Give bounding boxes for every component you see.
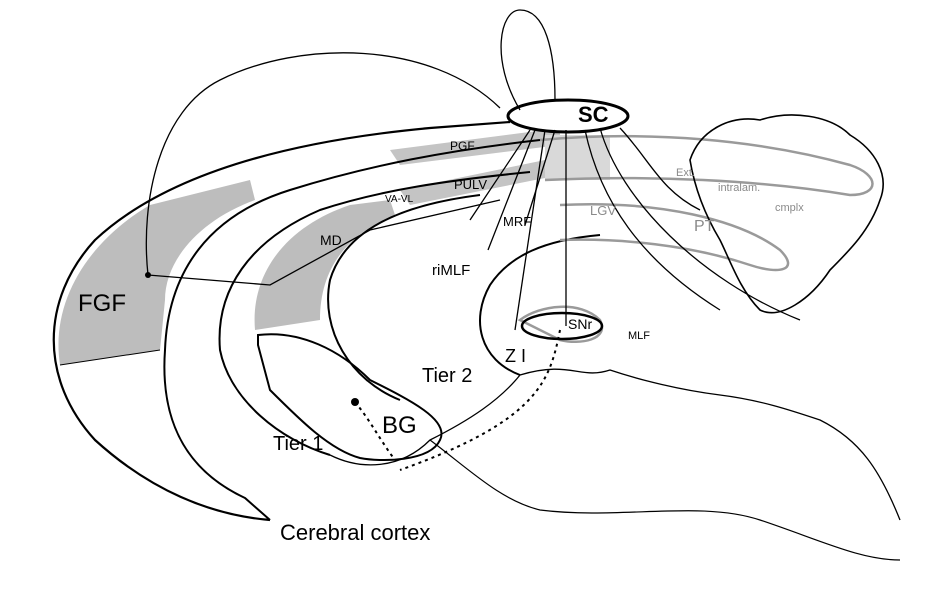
label-pulv: PULV [454, 177, 487, 192]
cerebellum-outline [689, 114, 884, 314]
stipple-region [545, 135, 610, 180]
label-cerebral-cortex: Cerebral cortex [280, 520, 431, 545]
bg-outline [257, 333, 443, 462]
cortex-inner [163, 139, 541, 521]
label-intralam: intralam. [718, 182, 761, 194]
label-ext: Ext. [676, 167, 695, 179]
snr-oval [520, 311, 604, 341]
label-mlf: MLF [628, 330, 650, 342]
label-sc: SC [578, 102, 609, 127]
cortex-outline [52, 120, 511, 522]
label-zi: Z I [505, 346, 526, 366]
sc-oval [506, 98, 630, 134]
fgf-sc-arc [145, 52, 501, 276]
tier2-outline [327, 194, 481, 401]
label-lgv: LGV [590, 203, 617, 218]
label-pt: PT [694, 218, 715, 235]
zi-outline [479, 234, 601, 376]
label-snr: SNr [568, 316, 593, 332]
brainstem-outline [329, 368, 901, 521]
label-fgf: FGF [78, 290, 126, 317]
label-bg: BG [382, 412, 417, 439]
label-pgf: PGF [450, 139, 475, 153]
label-tier1: Tier 1 [273, 433, 324, 455]
fgf-region [58, 180, 255, 365]
label-md: MD [320, 232, 342, 248]
tier1-outline [218, 171, 531, 456]
md-region [254, 200, 395, 330]
label-mrf: MRF [503, 214, 532, 229]
label-va-vl: VA-VL [385, 194, 414, 205]
label-rimlf: riMLF [432, 262, 471, 279]
label-cmplx: cmplx [775, 202, 804, 214]
pulv-band [400, 160, 545, 205]
label-tier2: Tier 2 [422, 365, 473, 387]
